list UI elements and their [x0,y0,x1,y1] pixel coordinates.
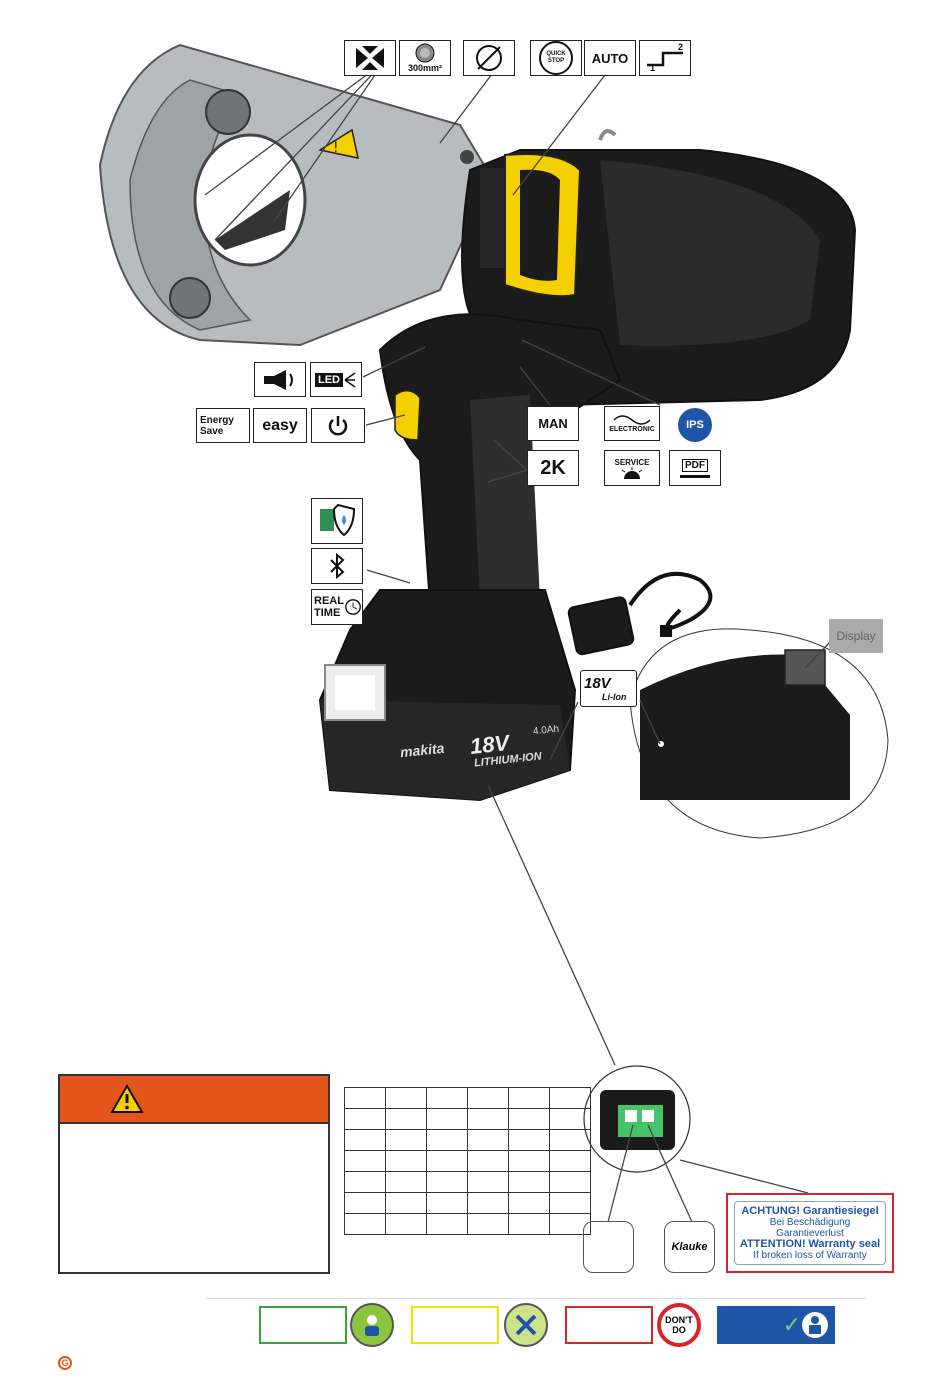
warning-triangle-icon [110,1084,144,1113]
energy-label: Energy [200,414,234,426]
real-label: REAL [314,595,344,607]
bluetooth-icon [311,548,363,584]
footer-mark: G [58,1356,72,1370]
seal-garantieverlust: Garantieverlust [776,1228,844,1239]
leader-lines [204,61,833,1223]
seal-if-broken: If broken loss of Warranty [753,1250,867,1261]
man-label: MAN [538,416,568,431]
electronic-label: ELECTRONIC [609,426,655,433]
tools-icon [504,1303,548,1347]
legend-green-box [259,1306,347,1344]
ips-label: IPS [678,408,712,442]
display-tag: Display [829,619,883,653]
battery-detail-zoom [629,628,889,839]
manual-retract-icon: MAN [527,406,579,441]
warranty-seal-label: ACHTUNG! Garantiesiegel Bei Beschädigung… [734,1201,886,1265]
real-time-clock-icon: REAL TIME [311,589,363,625]
legend-divider [206,1298,866,1299]
klauke-logo: Klauke [671,1241,708,1253]
energy-save-icon: Energy Save [196,408,250,443]
table-row [344,1150,591,1172]
auto-label: AUTO [591,50,629,66]
seal-warranty-seal: Warranty seal [808,1238,881,1250]
horn-signal-icon [254,362,306,397]
battery-pack [318,589,577,802]
warning-box [58,1074,330,1274]
table-row [344,1129,591,1151]
battery-18v-li-ion-badge: 18V Li-Ion [580,670,637,707]
dont-do-icon: DON'T DO [657,1303,701,1347]
table-row [344,1171,591,1193]
save-label: Save [200,425,224,437]
quick-stop-label: QUICK STOP [539,41,573,75]
tool-handle [378,313,622,607]
conductor-cross-section-icon: 300mm² [399,40,451,76]
checkmark-icon: ✓ [782,1312,801,1338]
service-label: SERVICE [614,457,650,467]
rotating-head-icon [463,40,515,76]
quick-stop-icon: QUICK STOP [530,40,582,76]
crimp-head: ! [98,43,492,347]
warning-header [60,1076,328,1124]
crimp-symbol-icon [344,40,396,76]
seal-garantiesiegel: Garantiesiegel [802,1205,879,1217]
led-light-icon: LED [310,362,362,397]
seal-attention: ATTENTION! [739,1238,806,1250]
two-component-grip-icon: 2K [527,450,579,486]
usb-callout-blank [583,1221,634,1273]
time-label: TIME [314,607,341,619]
two-k-label: 2K [540,456,566,479]
seal-bei-beschaedigung: Bei Beschädigung [769,1217,851,1228]
water-protection-icon [311,498,363,544]
auto-retract-icon: AUTO [584,40,636,76]
svg-text:!: ! [333,140,339,156]
electronic-icon: ELECTRONIC [604,406,660,441]
led-label: LED [315,372,343,387]
table-row [344,1087,591,1109]
table-row [344,1108,591,1130]
step-2-label: 2 [678,42,684,52]
badge-chemistry: Li-Ion [602,692,627,702]
crimp-area-label: 300mm² [407,63,443,73]
table-row [344,1213,591,1235]
legend-blue-box: ✓ [717,1306,835,1344]
footer-mark-label: G [61,1358,69,1368]
usb-port-detail [583,1065,691,1173]
spec-grid-table [344,1087,591,1235]
read-manual-icon [802,1312,828,1338]
charger [567,571,713,656]
badge-voltage: 18V [584,675,611,692]
technician-icon [350,1303,394,1347]
klauke-callout: Klauke [664,1221,715,1273]
service-indicator-icon: SERVICE [604,450,660,486]
power-icon [311,408,365,443]
dont-do-label: DON'T DO [665,1315,693,1335]
legend-yellow-box [411,1306,499,1344]
pdf-report-icon: PDF [669,450,721,486]
easy-mode-icon: easy [253,408,307,443]
two-stage-icon: 1 2 [639,40,691,76]
table-row [344,1192,591,1214]
step-1-label: 1 [650,63,656,73]
warranty-seal: ACHTUNG! Garantiesiegel Bei Beschädigung… [726,1193,894,1273]
pdf-label: PDF [682,458,708,472]
legend-red-box [565,1306,653,1344]
easy-label: easy [262,416,298,434]
seal-achtung: ACHTUNG! [741,1205,801,1217]
ips-logo: IPS [675,407,715,443]
